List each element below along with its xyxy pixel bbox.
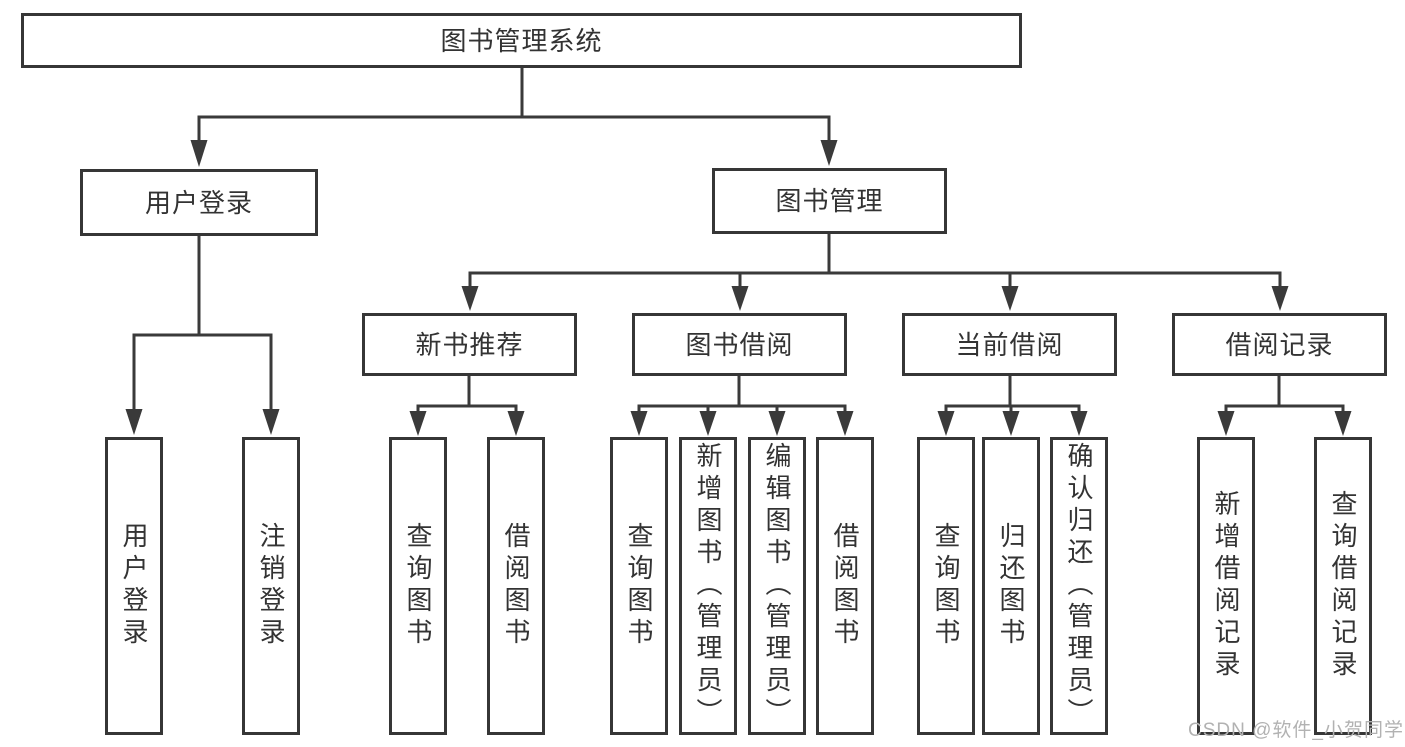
csdn-watermark: CSDN @软件_小贺同学 <box>1188 720 1404 741</box>
node-new-book-recommend: 新书推荐 <box>362 313 577 376</box>
leaf-current-query-books: 查询图书 <box>917 437 975 735</box>
leaf-query-borrow-record: 查询借阅记录 <box>1314 437 1372 735</box>
node-book-borrow: 图书借阅 <box>632 313 847 376</box>
leaf-return-books: 归还图书 <box>982 437 1040 735</box>
leaf-borrow-books: 借阅图书 <box>816 437 874 735</box>
leaf-return-books-label: 归还图书 <box>996 522 1026 650</box>
node-root-system: 图书管理系统 <box>21 13 1022 68</box>
node-book-borrow-label: 图书借阅 <box>685 329 794 360</box>
leaf-recommend-query-books-label: 查询图书 <box>403 522 433 650</box>
leaf-add-borrow-record-label: 新增借阅记录 <box>1211 490 1241 682</box>
leaf-add-borrow-record: 新增借阅记录 <box>1197 437 1255 735</box>
node-borrow-records-label: 借阅记录 <box>1225 329 1334 360</box>
leaf-logout-label: 注销登录 <box>256 522 286 650</box>
node-user-login: 用户登录 <box>80 169 318 236</box>
node-new-book-recommend-label: 新书推荐 <box>415 329 524 360</box>
leaf-query-borrow-record-label: 查询借阅记录 <box>1328 490 1358 682</box>
node-current-borrow-label: 当前借阅 <box>955 329 1064 360</box>
leaf-recommend-query-books: 查询图书 <box>389 437 447 735</box>
leaf-borrow-query-books-label: 查询图书 <box>624 522 654 650</box>
node-borrow-records: 借阅记录 <box>1172 313 1387 376</box>
leaf-confirm-return-admin: 确认归还（管理员） <box>1050 437 1108 735</box>
leaf-current-query-books-label: 查询图书 <box>931 522 961 650</box>
node-user-login-label: 用户登录 <box>144 187 253 218</box>
leaf-add-books-admin-label: 新增图书（管理员） <box>693 442 723 730</box>
leaf-add-books-admin: 新增图书（管理员） <box>679 437 737 735</box>
leaf-recommend-borrow-books: 借阅图书 <box>487 437 545 735</box>
leaf-borrow-books-label: 借阅图书 <box>830 522 860 650</box>
leaf-edit-books-admin-label: 编辑图书（管理员） <box>762 442 792 730</box>
node-book-management-label: 图书管理 <box>775 186 884 216</box>
leaf-user-login: 用户登录 <box>105 437 163 735</box>
arrowheads <box>125 140 1352 436</box>
leaf-borrow-query-books: 查询图书 <box>610 437 668 735</box>
node-current-borrow: 当前借阅 <box>902 313 1117 376</box>
leaf-recommend-borrow-books-label: 借阅图书 <box>501 522 531 650</box>
leaf-edit-books-admin: 编辑图书（管理员） <box>748 437 806 735</box>
leaf-logout: 注销登录 <box>242 437 300 735</box>
leaf-confirm-return-admin-label: 确认归还（管理员） <box>1064 442 1094 730</box>
node-root-system-label: 图书管理系统 <box>440 25 603 56</box>
leaf-user-login-label: 用户登录 <box>119 522 149 650</box>
node-book-management: 图书管理 <box>712 168 947 234</box>
